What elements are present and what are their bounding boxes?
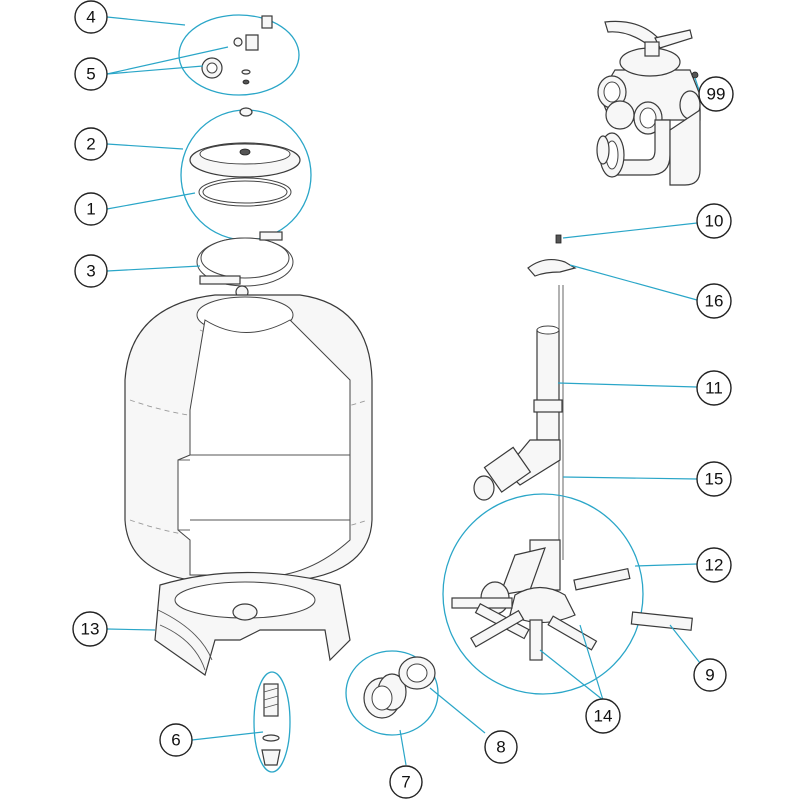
callout-2-label: 2 bbox=[86, 135, 95, 154]
callout-7: 7 bbox=[389, 765, 423, 799]
leader-lines bbox=[106, 16, 701, 766]
callout-5: 5 bbox=[74, 57, 108, 91]
tank-base bbox=[154, 571, 351, 676]
multiport-valve bbox=[596, 20, 701, 186]
callout-2: 2 bbox=[74, 127, 108, 161]
callout-12-label: 12 bbox=[705, 556, 724, 575]
callout-11: 11 bbox=[696, 370, 732, 406]
callout-7-label: 7 bbox=[401, 773, 410, 792]
callout-16: 16 bbox=[696, 283, 732, 319]
callout-13: 13 bbox=[72, 611, 108, 647]
union-group bbox=[345, 650, 439, 736]
callout-15-label: 15 bbox=[705, 470, 724, 489]
callout-6-label: 6 bbox=[171, 731, 180, 750]
callout-13-label: 13 bbox=[81, 620, 100, 639]
gauge-parts bbox=[527, 234, 577, 277]
callout-4: 4 bbox=[74, 0, 108, 34]
callout-10-label: 10 bbox=[705, 212, 724, 231]
filter-tank bbox=[124, 294, 373, 581]
callout-8-label: 8 bbox=[496, 738, 505, 757]
callout-99: 99 bbox=[698, 76, 734, 112]
lateral-group bbox=[442, 493, 644, 695]
lid-group bbox=[180, 107, 312, 241]
clamp-ring bbox=[196, 231, 294, 299]
callout-12: 12 bbox=[696, 547, 732, 583]
callout-11-label: 11 bbox=[705, 379, 723, 398]
lateral-spare bbox=[630, 611, 693, 631]
drain-group bbox=[253, 671, 291, 773]
callout-4-label: 4 bbox=[86, 8, 95, 27]
callout-1-label: 1 bbox=[86, 200, 95, 219]
callout-99-label: 99 bbox=[707, 85, 726, 104]
callout-9: 9 bbox=[693, 658, 727, 692]
callout-8: 8 bbox=[484, 730, 518, 764]
callout-3: 3 bbox=[74, 254, 108, 288]
callout-10: 10 bbox=[696, 203, 732, 239]
callout-15: 15 bbox=[696, 461, 732, 497]
callout-9-label: 9 bbox=[705, 666, 714, 685]
callout-14: 14 bbox=[585, 698, 621, 734]
fittings-group bbox=[178, 14, 300, 96]
callout-16-label: 16 bbox=[705, 292, 724, 311]
callout-1: 1 bbox=[74, 192, 108, 226]
standpipe-assembly bbox=[473, 285, 564, 560]
callout-14-label: 14 bbox=[594, 707, 613, 726]
callout-6: 6 bbox=[159, 723, 193, 757]
callout-5-label: 5 bbox=[86, 65, 95, 84]
callout-3-label: 3 bbox=[86, 262, 95, 281]
